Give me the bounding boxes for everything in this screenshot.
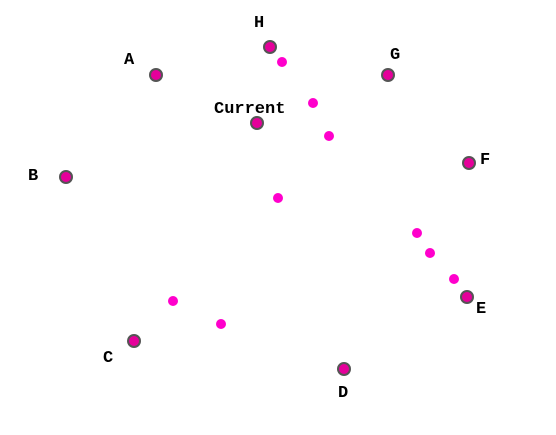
node-d[interactable]: [337, 362, 351, 376]
node-e[interactable]: [460, 290, 474, 304]
node-label-e: E: [476, 300, 486, 319]
path-dot: [216, 319, 226, 329]
node-label-h: H: [254, 14, 264, 33]
path-dot: [308, 98, 318, 108]
path-dot: [277, 57, 287, 67]
node-label-g: G: [390, 46, 400, 65]
node-label-c: C: [103, 349, 113, 368]
path-dot: [425, 248, 435, 258]
path-dot: [168, 296, 178, 306]
node-c[interactable]: [127, 334, 141, 348]
node-h[interactable]: [263, 40, 277, 54]
node-f[interactable]: [462, 156, 476, 170]
node-label-f: F: [480, 151, 490, 170]
path-dot: [412, 228, 422, 238]
node-labels: H A G Current B F E C D: [28, 14, 490, 403]
node-g[interactable]: [381, 68, 395, 82]
node-label-a: A: [124, 51, 135, 70]
node-label-d: D: [338, 384, 348, 403]
node-a[interactable]: [149, 68, 163, 82]
nodes: [59, 40, 476, 376]
node-b[interactable]: [59, 170, 73, 184]
node-label-b: B: [28, 167, 38, 186]
node-label-current: Current: [214, 100, 285, 119]
path-dots: [168, 57, 459, 329]
path-dot: [449, 274, 459, 284]
path-dot: [273, 193, 283, 203]
node-current[interactable]: [250, 116, 264, 130]
path-dot: [324, 131, 334, 141]
